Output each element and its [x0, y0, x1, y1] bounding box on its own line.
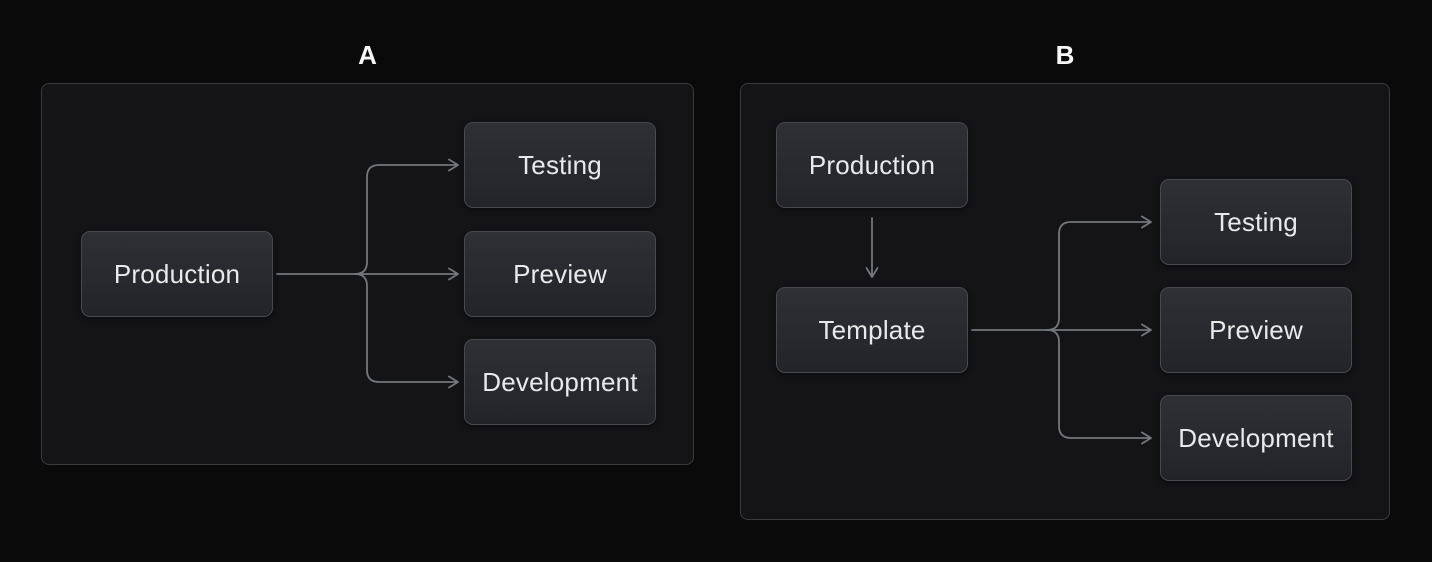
node-production-b: Production: [776, 122, 968, 208]
node-preview-a: Preview: [464, 231, 656, 317]
panel-b-label: B: [1055, 40, 1075, 70]
node-production-a: Production: [81, 231, 273, 317]
node-testing-b: Testing: [1160, 179, 1352, 265]
node-development-a: Development: [464, 339, 656, 425]
node-preview-b: Preview: [1160, 287, 1352, 373]
node-development-b: Development: [1160, 395, 1352, 481]
node-testing-a: Testing: [464, 122, 656, 208]
node-template-b: Template: [776, 287, 968, 373]
panel-a-label: A: [358, 40, 377, 70]
